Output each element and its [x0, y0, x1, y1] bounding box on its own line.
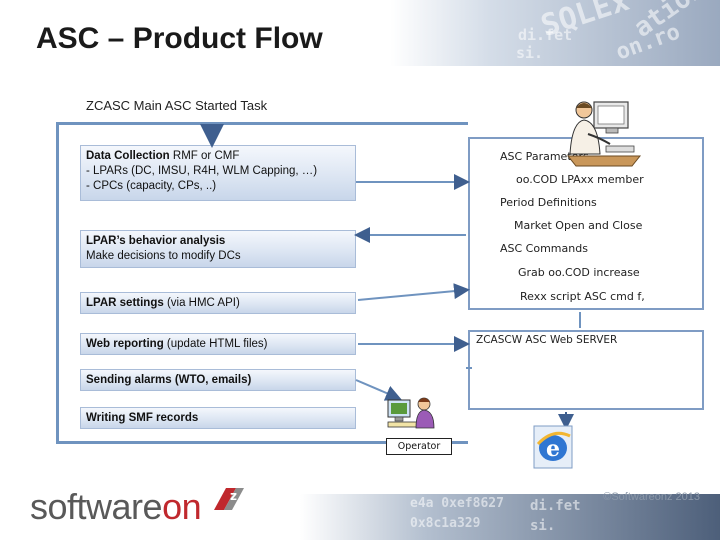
softwareonz-logo: softwareon: [30, 486, 202, 527]
flow-box-title: Web reporting: [86, 338, 164, 350]
flow-box-title: Writing SMF records: [86, 412, 199, 424]
page-title: ASC – Product Flow: [36, 22, 323, 55]
asc-panel-line: Grab oo.COD increase: [518, 266, 640, 279]
flow-box-line: Make decisions to modify DCs: [86, 250, 241, 262]
flow-box-data-collection: Data Collection RMF or CMF - LPARs (DC, …: [80, 145, 356, 201]
flow-box-subtitle: (update HTML files): [163, 338, 268, 350]
footer-banner: e4a 0xef8627 0x8c1a329 di.fet si.: [300, 494, 720, 540]
watermark-text: si.: [516, 44, 544, 62]
flow-box-lpar-settings: LPAR settings (via HMC API): [80, 292, 356, 314]
flow-box-web-reporting: Web reporting (update HTML files): [80, 333, 356, 355]
watermark-text: 0x8c1a329: [410, 516, 481, 531]
flow-box-line: - CPCs (capacity, CPs, ..): [86, 180, 217, 192]
svg-text:e: e: [546, 436, 560, 462]
svg-text:z: z: [230, 489, 237, 503]
asc-panel-line: ASC Parameters: [500, 150, 589, 163]
flow-box-title: Sending alarms (WTO, emails): [86, 374, 252, 386]
header-banner: SQLEx ation di.fet si. on.ro: [390, 0, 720, 66]
flow-box-behavior-analysis: LPAR’s behavior analysis Make decisions …: [80, 230, 356, 268]
watermark-text: e4a 0xef8627: [410, 496, 504, 511]
flow-box-title: Data Collection: [86, 150, 170, 162]
main-task-frame: [56, 122, 468, 444]
copyright-text: ©Softwareonz 2013: [603, 491, 700, 503]
asc-panel-line: Market Open and Close: [514, 219, 643, 232]
flow-box-subtitle: RMF or CMF: [169, 150, 240, 162]
watermark-text: si.: [530, 518, 556, 534]
flow-box-sending-alarms: Sending alarms (WTO, emails): [80, 369, 356, 391]
operator-label: Operator: [386, 438, 452, 455]
web-server-panel: [468, 330, 704, 410]
flow-box-title: LPAR’s behavior analysis: [86, 235, 226, 247]
browser-icon: e: [533, 425, 573, 469]
asc-panel-line: Period Definitions: [500, 196, 597, 209]
asc-panel-line: Rexx script ASC cmd f,: [520, 290, 645, 303]
flow-box-line: - LPARs (DC, IMSU, R4H, WLM Capping, …): [86, 165, 318, 177]
watermark-text: di.fet: [518, 26, 573, 44]
logo-text-software: software: [30, 486, 163, 527]
web-server-label: ZCASCW ASC Web SERVER: [476, 334, 618, 346]
asc-panel-line: ASC Commands: [500, 242, 588, 255]
flow-box-smf-records: Writing SMF records: [80, 407, 356, 429]
main-task-label: ZCASC Main ASC Started Task: [86, 98, 268, 113]
asc-panel-line: oo.COD LPAxx member: [516, 173, 644, 186]
flow-box-subtitle: (via HMC API): [163, 297, 240, 309]
flow-box-title: LPAR settings: [86, 297, 164, 309]
watermark-text: di.fet: [530, 498, 581, 514]
logo-text-on: on: [162, 486, 202, 527]
logo-mark: z: [214, 488, 244, 510]
